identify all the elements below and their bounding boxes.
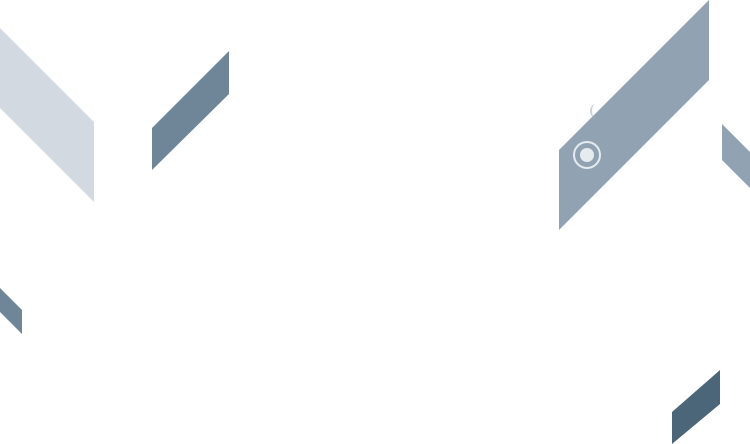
radio-dot xyxy=(580,148,594,162)
faint-arc-mark xyxy=(590,104,602,118)
navy-diagonal-band xyxy=(672,370,720,444)
steel-diagonal-band xyxy=(152,51,229,170)
left-edge-sliver xyxy=(0,288,22,334)
radio-selected-icon[interactable] xyxy=(572,140,602,170)
radio-ring xyxy=(573,141,601,169)
large-right-band xyxy=(559,0,709,230)
right-edge-sliver xyxy=(722,124,750,188)
pale-diagonal-band xyxy=(0,28,94,202)
